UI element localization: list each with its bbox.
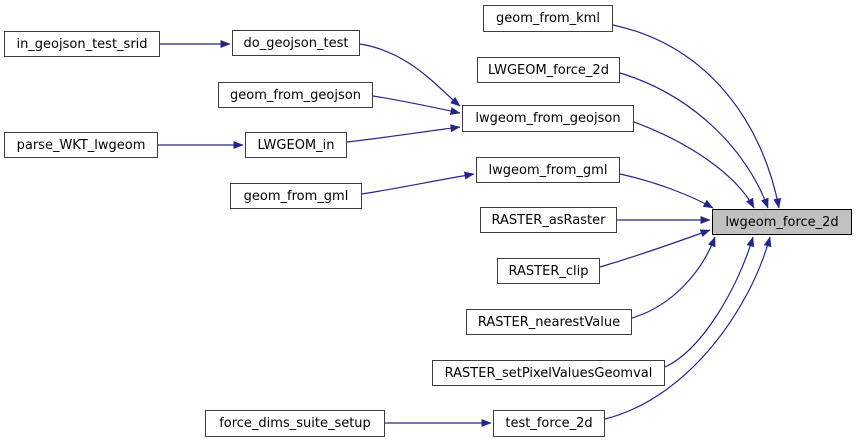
edge-RASTER_clip-to-lwgeom_force_2d: [599, 229, 711, 268]
node-geom_from_gml[interactable]: geom_from_gml: [230, 183, 362, 209]
node-lwgeom_from_geojson[interactable]: lwgeom_from_geojson: [462, 105, 634, 132]
edge-LWGEOM_in-to-lwgeom_from_geojson: [346, 124, 461, 143]
node-geom_from_geojson[interactable]: geom_from_geojson: [218, 82, 373, 108]
node-LWGEOM_force_2d[interactable]: LWGEOM_force_2d: [477, 57, 620, 83]
edge-test_force_2d-to-lwgeom_force_2d: [604, 236, 772, 420]
node-lwgeom_force_2d-highlighted: lwgeom_force_2d: [712, 209, 852, 235]
node-LWGEOM_in[interactable]: LWGEOM_in: [245, 132, 347, 158]
node-RASTER_nearestValue[interactable]: RASTER_nearestValue: [466, 309, 632, 335]
node-do_geojson_test[interactable]: do_geojson_test: [232, 30, 360, 56]
node-in_geojson_test_srid[interactable]: in_geojson_test_srid: [4, 31, 160, 57]
edge-lwgeom_from_gml-to-lwgeom_force_2d: [619, 173, 714, 209]
node-parse_WKT_lwgeom[interactable]: parse_WKT_lwgeom: [4, 132, 158, 158]
edge-LWGEOM_force_2d-to-lwgeom_force_2d: [619, 72, 769, 209]
edge-RASTER_nearestValue-to-lwgeom_force_2d: [631, 236, 716, 319]
node-force_dims_suite_setup[interactable]: force_dims_suite_setup: [205, 410, 385, 437]
node-test_force_2d[interactable]: test_force_2d: [493, 410, 605, 437]
edge-geom_from_geojson-to-lwgeom_from_geojson: [372, 95, 461, 115]
node-RASTER_clip[interactable]: RASTER_clip: [497, 258, 600, 284]
edge-do_geojson_test-to-lwgeom_from_geojson: [359, 43, 461, 107]
node-lwgeom_from_gml[interactable]: lwgeom_from_gml: [476, 157, 620, 183]
edge-geom_from_gml-to-lwgeom_from_gml: [361, 171, 475, 195]
node-RASTER_setPixelValuesGeomval[interactable]: RASTER_setPixelValuesGeomval: [432, 360, 665, 386]
edge-lwgeom_from_geojson-to-lwgeom_force_2d: [633, 121, 755, 209]
edge-RASTER_setPixelValuesGeomval-to-lwgeom_force_2d: [664, 236, 755, 368]
node-geom_from_kml[interactable]: geom_from_kml: [483, 5, 613, 32]
node-RASTER_asRaster[interactable]: RASTER_asRaster: [480, 207, 617, 233]
edge-geom_from_kml-to-lwgeom_force_2d: [612, 24, 782, 209]
